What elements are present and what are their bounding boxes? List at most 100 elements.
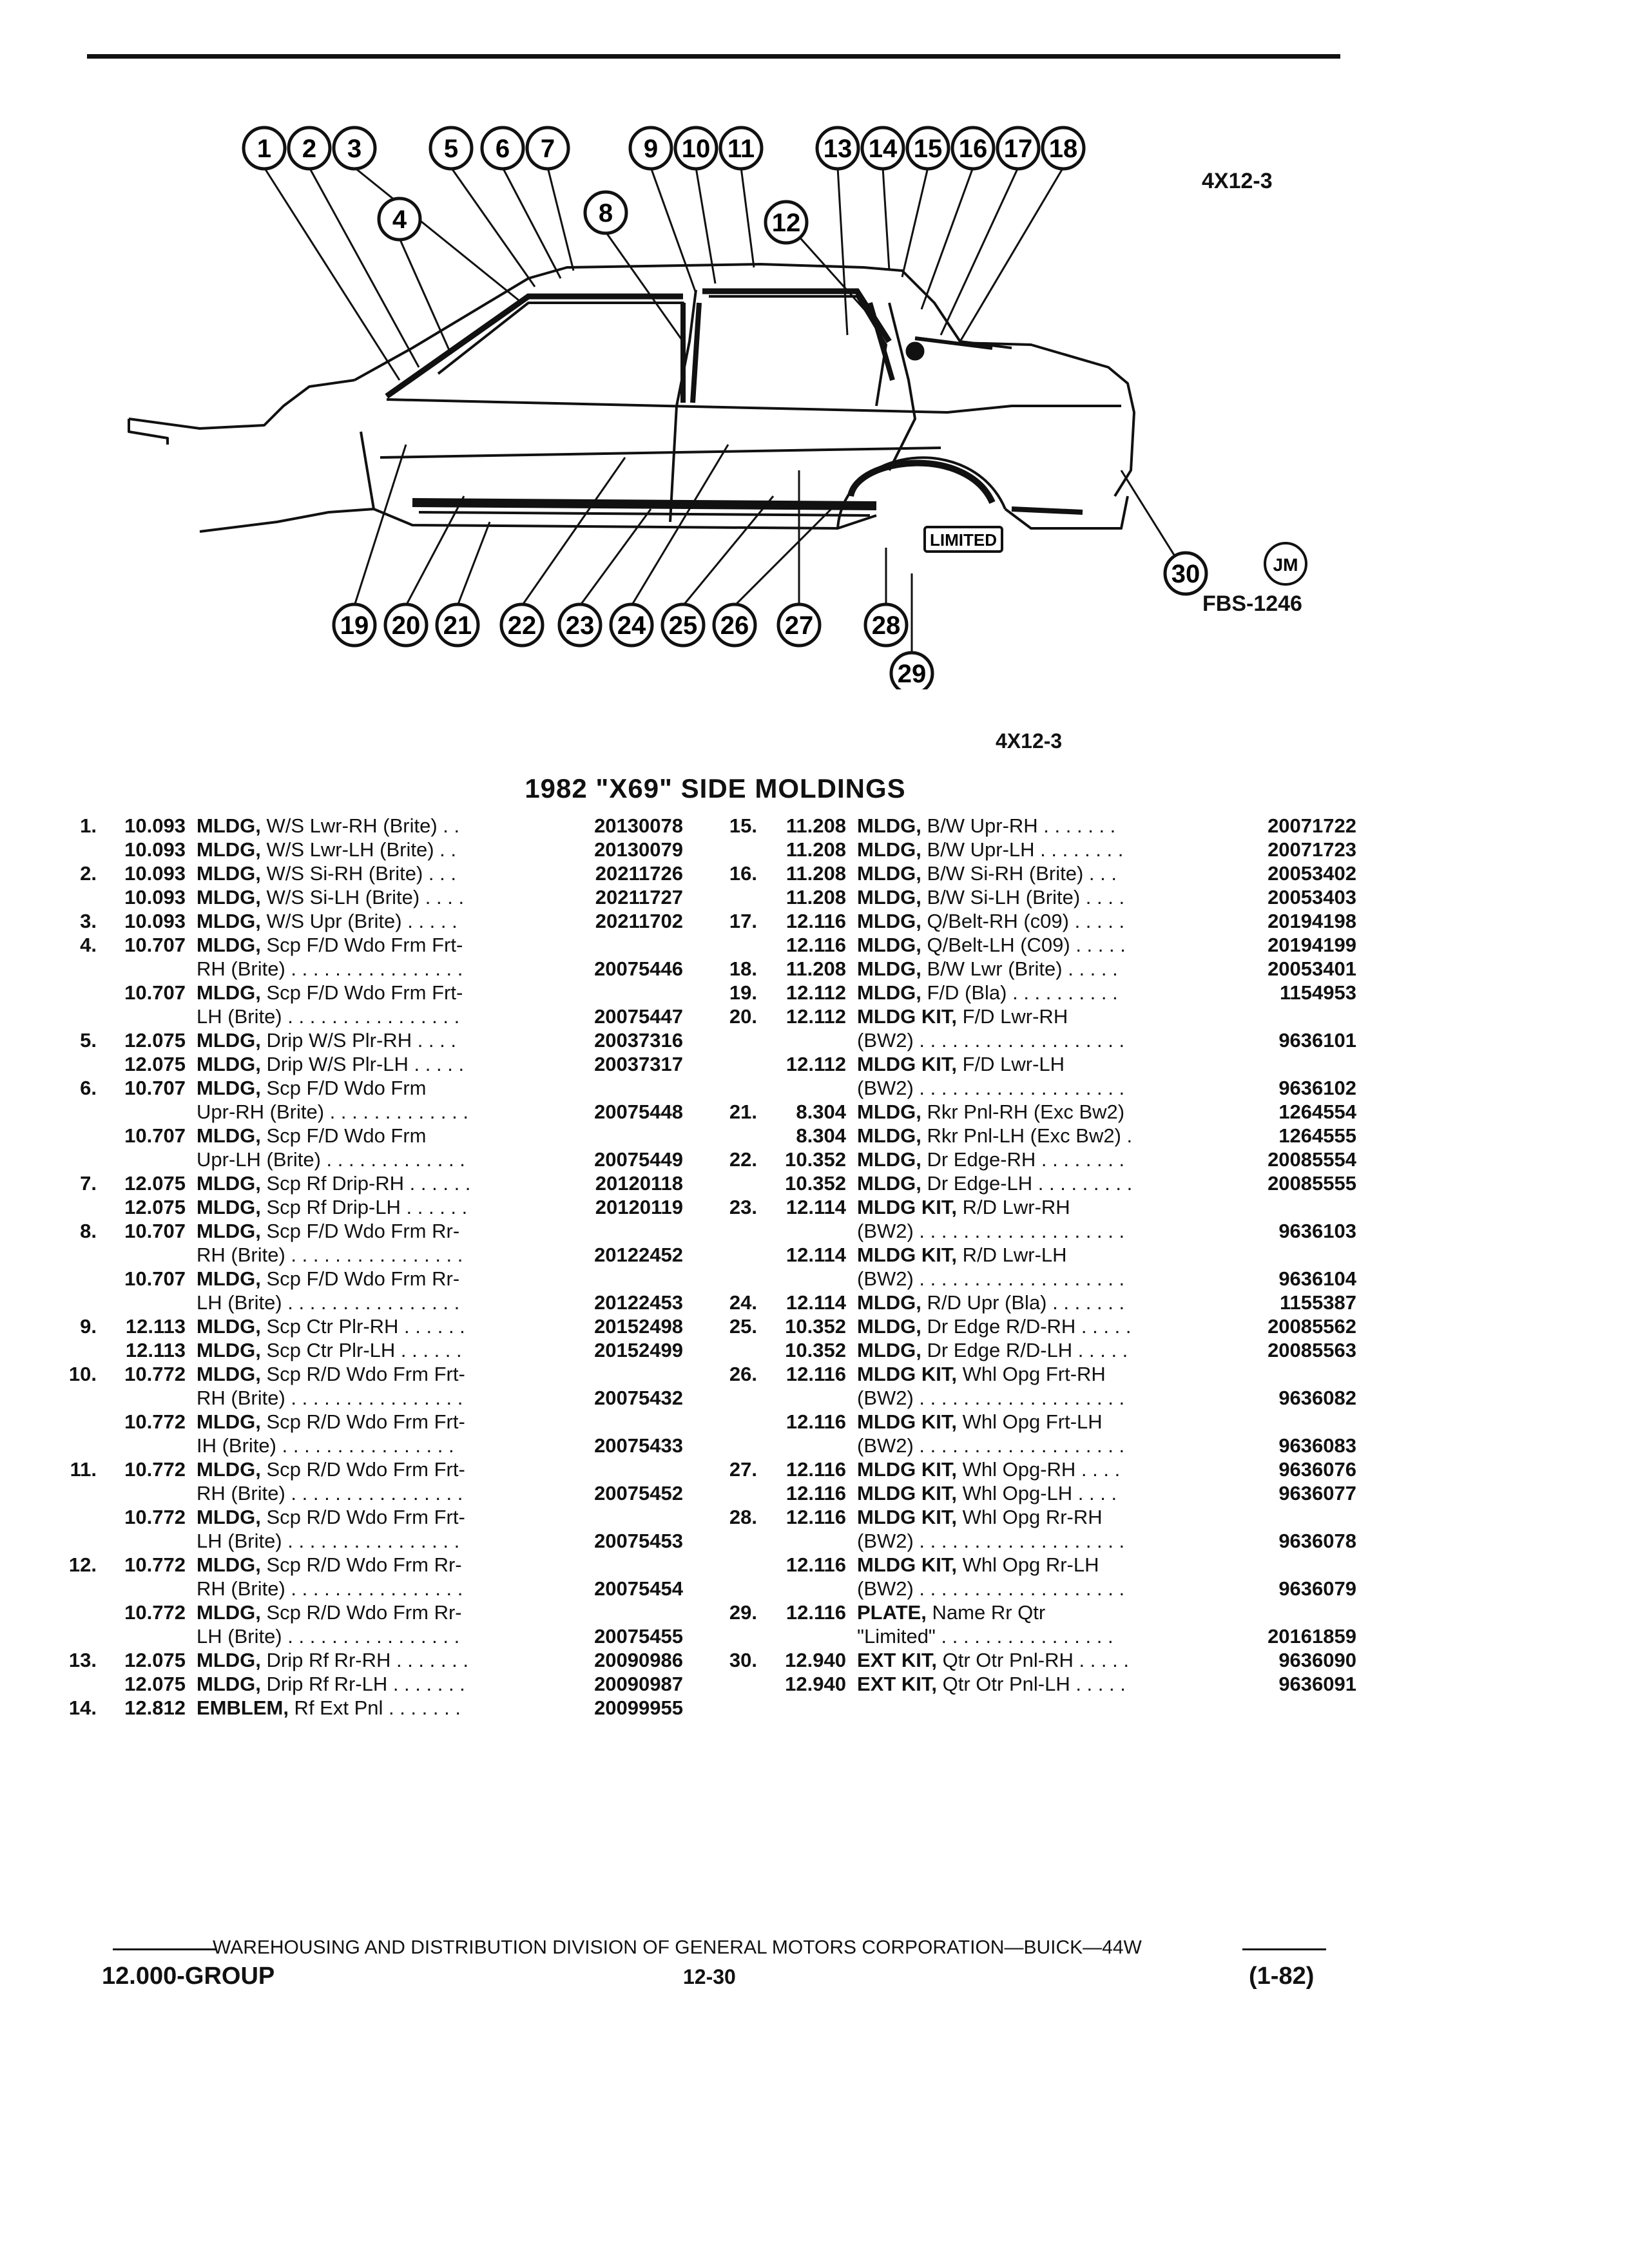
item-number: 7. (80, 1172, 97, 1195)
part-name: MLDG, (197, 1315, 261, 1338)
group-number: 10.093 (124, 910, 186, 932)
part-detail: RH (Brite) . . . . . . . . . . . . . . .… (197, 1244, 463, 1266)
part-detail: Scp F/D Wdo Frm Frt- (260, 934, 463, 956)
part-name: MLDG, (197, 1029, 261, 1052)
part-detail: Dr Edge R/D-LH . . . . . (921, 1339, 1128, 1361)
callout-number: 26 (720, 611, 749, 640)
group-number: 10.772 (124, 1410, 186, 1433)
part-detail: Drip Rf Rr-RH . . . . . . . (260, 1649, 468, 1671)
group-number: 12.075 (124, 1649, 186, 1671)
callout-number: 6 (496, 135, 510, 163)
part-row: (BW2) . . . . . . . . . . . . . . . . . … (712, 1029, 1356, 1053)
item-number: 8. (80, 1220, 97, 1242)
part-number: 9636103 (1278, 1220, 1356, 1242)
top-rule (87, 54, 1340, 59)
part-number: 9636090 (1278, 1649, 1356, 1671)
part-detail: Qtr Otr Pnl-RH . . . . . (937, 1649, 1129, 1671)
part-number: 9636083 (1278, 1434, 1356, 1457)
group-number: 10.772 (124, 1553, 186, 1576)
part-name: MLDG, (197, 1506, 261, 1528)
part-detail: Dr Edge R/D-RH . . . . . (921, 1315, 1132, 1338)
part-name: MLDG, (197, 1124, 261, 1147)
part-description: MLDG, Scp F/D Wdo Frm (197, 1124, 427, 1148)
part-description: MLDG KIT, F/D Lwr-RH (857, 1005, 1068, 1028)
part-number: 9636102 (1278, 1077, 1356, 1099)
part-number: 20211702 (595, 910, 683, 932)
item-number: 5. (80, 1029, 97, 1052)
part-description: MLDG, Scp R/D Wdo Frm Frt- (197, 1363, 465, 1386)
part-detail: Rkr Pnl-LH (Exc Bw2) . (921, 1124, 1133, 1147)
part-row: LH (Brite) . . . . . . . . . . . . . . .… (52, 1005, 683, 1029)
callout-number: 18 (1049, 135, 1078, 163)
part-detail: Whl Opg-RH . . . . (957, 1458, 1121, 1481)
callout-29: 29 (889, 651, 934, 689)
part-detail: Qtr Otr Pnl-LH . . . . . (937, 1673, 1126, 1695)
group-number: 11.208 (786, 862, 846, 885)
group-number: 10.772 (124, 1363, 186, 1385)
part-description: MLDG, Scp F/D Wdo Frm Frt- (197, 934, 463, 957)
footer-group: 12.000-GROUP (102, 1963, 275, 1990)
callout-number: 13 (824, 135, 853, 163)
part-name: MLDG KIT, (857, 1053, 957, 1075)
part-description: MLDG, Scp Rf Drip-LH . . . . . . (197, 1196, 467, 1219)
part-description: MLDG, Drip Rf Rr-RH . . . . . . . (197, 1649, 468, 1672)
part-description: MLDG KIT, F/D Lwr-LH (857, 1053, 1065, 1076)
part-number: 20053402 (1268, 862, 1356, 885)
part-name: MLDG, (857, 814, 921, 837)
group-number: 12.116 (786, 1363, 846, 1385)
part-name: MLDG KIT, (857, 1363, 957, 1385)
group-number: 12.075 (124, 1673, 186, 1695)
part-row: (BW2) . . . . . . . . . . . . . . . . . … (712, 1077, 1356, 1100)
part-number: 20085563 (1268, 1339, 1356, 1361)
part-detail: W/S Lwr-RH (Brite) . . (260, 814, 460, 837)
callout-number: 12 (772, 209, 801, 237)
part-row: RH (Brite) . . . . . . . . . . . . . . .… (52, 1482, 683, 1506)
part-number: 1264555 (1278, 1124, 1356, 1147)
callout-19: 19 (332, 602, 377, 648)
group-number: 10.707 (124, 1267, 186, 1290)
group-number: 8.304 (796, 1100, 846, 1123)
part-detail: Name Rr Qtr (926, 1601, 1046, 1624)
part-name: MLDG KIT, (857, 1196, 957, 1218)
part-row: RH (Brite) . . . . . . . . . . . . . . .… (52, 1577, 683, 1601)
footer-page-number: 12-30 (683, 1965, 736, 1988)
group-number: 11.208 (786, 957, 846, 980)
part-number: 9636091 (1278, 1673, 1356, 1695)
callout-22: 22 (499, 602, 545, 648)
part-name: MLDG, (857, 1339, 921, 1361)
callout-number: 1 (257, 135, 271, 163)
part-name: MLDG, (197, 1267, 261, 1290)
item-number: 10. (68, 1363, 97, 1385)
part-name: MLDG, (197, 838, 261, 861)
callout-number: 21 (443, 611, 472, 640)
part-description: MLDG, Q/Belt-LH (C09) . . . . . (857, 934, 1126, 957)
part-name: MLDG, (197, 1220, 261, 1242)
part-detail: B/W Upr-LH . . . . . . . . (921, 838, 1124, 861)
part-number: 20075446 (594, 957, 683, 980)
part-description: MLDG, Scp Ctr Plr-RH . . . . . . (197, 1315, 465, 1338)
part-detail: B/W Si-RH (Brite) . . . (921, 862, 1117, 885)
group-number: 12.116 (786, 1506, 846, 1528)
part-description: (BW2) . . . . . . . . . . . . . . . . . … (857, 1029, 1124, 1052)
item-number: 17. (729, 910, 757, 932)
part-row: LH (Brite) . . . . . . . . . . . . . . .… (52, 1625, 683, 1649)
part-row: (BW2) . . . . . . . . . . . . . . . . . … (712, 1267, 1356, 1291)
callout-18: 18 (1041, 126, 1086, 171)
callout-30: 30 (1163, 551, 1208, 596)
group-number: 12.116 (786, 1458, 846, 1481)
callout-number: 15 (914, 135, 943, 163)
group-number: 10.707 (124, 981, 186, 1004)
